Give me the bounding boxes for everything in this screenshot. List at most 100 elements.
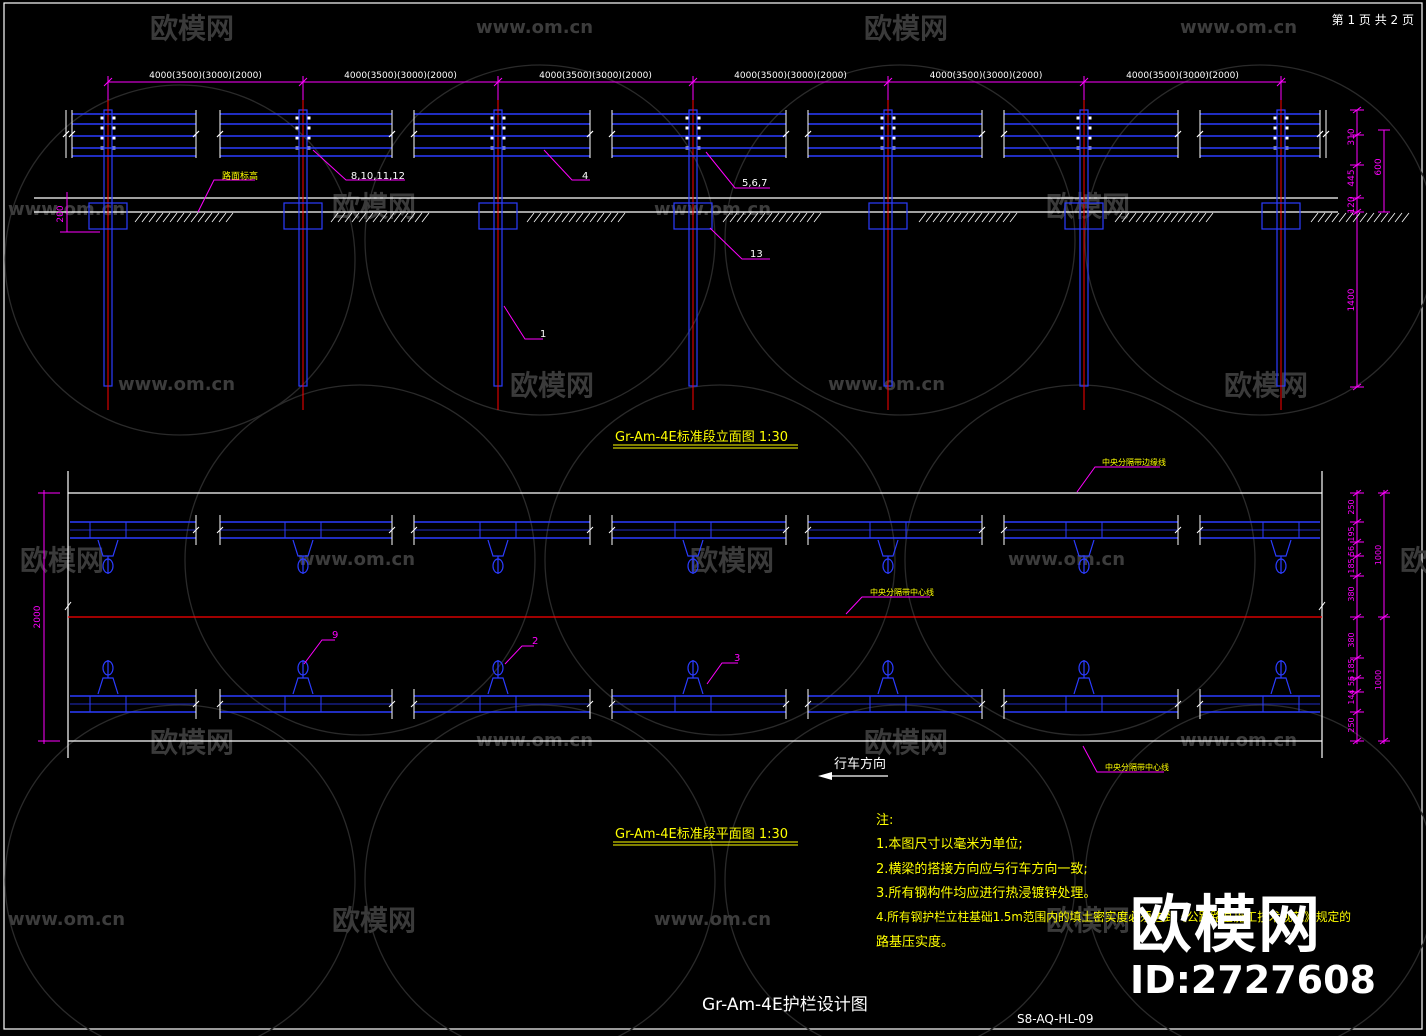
plan-break-mark xyxy=(216,526,224,534)
hatch-stroke xyxy=(1205,212,1214,223)
bolt xyxy=(880,116,884,120)
plan-dim-tick xyxy=(1379,737,1389,745)
note-item-5: 路基压实度。 xyxy=(876,934,954,950)
hatch-stroke xyxy=(141,212,150,223)
post-footing xyxy=(88,202,128,230)
plan-dim-tick xyxy=(1352,613,1362,621)
bolt xyxy=(490,116,494,120)
hatch-stroke xyxy=(211,212,220,223)
plan-break-mark xyxy=(608,700,616,708)
hatch-stroke xyxy=(1009,212,1018,223)
bolt xyxy=(112,136,116,140)
hatch-stroke xyxy=(1387,212,1396,223)
watermark-brand-text: 欧模网 xyxy=(150,726,234,759)
plan-break-mark xyxy=(388,700,396,708)
plan-break-mark xyxy=(804,526,812,534)
hatch-stroke xyxy=(806,212,815,223)
bolt xyxy=(307,136,311,140)
post-section-top xyxy=(1078,558,1090,574)
post-section-bottom xyxy=(687,660,699,676)
bolt xyxy=(880,126,884,130)
spacer-block xyxy=(1262,521,1300,539)
hatch-stroke xyxy=(1331,212,1340,223)
hatch-stroke xyxy=(995,212,1004,223)
watermark-site-text: www.om.cn xyxy=(654,909,771,930)
plan-break-mark xyxy=(1000,526,1008,534)
dim-total-bottom: 1000 xyxy=(1374,670,1383,690)
note-item-4: 4.所有钢护栏立柱基础1.5m范围内的填土密实度必须达到《公路路基施工技术规范》… xyxy=(876,909,1351,924)
plan-edge-break xyxy=(1318,601,1326,611)
hatch-stroke xyxy=(1317,212,1326,223)
hatch-stroke xyxy=(750,212,759,223)
bolt xyxy=(697,116,701,120)
plan-leaders xyxy=(303,466,1164,773)
hatch-stroke xyxy=(1114,212,1123,223)
main-title: Gr-Am-4E护栏设计图 xyxy=(702,995,868,1015)
watermark-circle xyxy=(724,64,1076,416)
watermark-circle xyxy=(1084,64,1426,416)
bolt xyxy=(502,136,506,140)
elevation-title: Gr-Am-4E标准段立面图 1:30 xyxy=(615,430,788,445)
bolt xyxy=(100,126,104,130)
plan-dim-tick xyxy=(1379,613,1389,621)
hatch-stroke xyxy=(344,212,353,223)
plan-dim-tick xyxy=(1352,572,1362,580)
hatch-stroke xyxy=(743,212,752,223)
elevation-left-dim: 200 xyxy=(56,205,66,222)
span-tick xyxy=(298,77,308,87)
elevation-break-marks xyxy=(62,110,1330,158)
span-dimension-label: 4000(3500)(3000)(2000) xyxy=(539,71,652,81)
elevation-posts xyxy=(88,100,1301,410)
plan-break-mark xyxy=(192,700,200,708)
bolt xyxy=(1076,136,1080,140)
span-dimension-label: 4000(3500)(3000)(2000) xyxy=(1126,71,1239,81)
spacer-block xyxy=(284,521,322,539)
travel-direction-label: 行车方向 xyxy=(834,756,886,772)
plan-dim-tick xyxy=(1352,552,1362,560)
bolt xyxy=(892,116,896,120)
hatch-stroke xyxy=(407,212,416,223)
hatch-stroke xyxy=(351,212,360,223)
dim-b185: 185 xyxy=(1347,658,1356,673)
plan-left-dim: 2000 xyxy=(33,605,43,628)
spacer-block xyxy=(89,521,127,539)
hatch-stroke xyxy=(358,212,367,223)
bolt xyxy=(1088,136,1092,140)
brand-block: 欧模网 ID:2727608 xyxy=(1130,892,1376,1003)
dim-t56: 56 xyxy=(1347,546,1356,556)
hatch-stroke xyxy=(617,212,626,223)
dim-total-top: 1000 xyxy=(1374,545,1383,565)
hatch-stroke xyxy=(596,212,605,223)
hatch-stroke xyxy=(169,212,178,223)
drawing-number: S8-AQ-HL-09 xyxy=(1017,1012,1094,1026)
callout-2: 2 xyxy=(532,636,538,647)
hatch-stroke xyxy=(967,212,976,223)
note-item-2: 2.横梁的搭接方向应与行车方向一致; xyxy=(876,861,1088,877)
hatch-stroke xyxy=(1142,212,1151,223)
callout-13: 13 xyxy=(750,249,763,260)
watermark-brand-text: 欧模网 xyxy=(510,369,594,402)
post-section-bottom xyxy=(102,660,114,676)
watermark-circle xyxy=(184,384,536,736)
bolt xyxy=(1285,126,1289,130)
plan-break-mark xyxy=(782,526,790,534)
post-section-top xyxy=(297,558,309,574)
watermark-brand-text: 欧模网 xyxy=(864,726,948,759)
plan-dim-tick xyxy=(1352,518,1362,526)
bolt xyxy=(295,136,299,140)
plan-break-mark xyxy=(192,526,200,534)
hatch-stroke xyxy=(162,212,171,223)
hatch-stroke xyxy=(582,212,591,223)
span-tick xyxy=(1079,77,1089,87)
dim-tick xyxy=(1352,106,1362,114)
span-dimension-label: 4000(3500)(3000)(2000) xyxy=(734,71,847,81)
spacer-block xyxy=(869,695,907,713)
span-tick xyxy=(1276,77,1286,87)
plan-dim-tick xyxy=(1352,688,1362,696)
plan-break-marks xyxy=(64,515,1326,719)
plan-bottom-label: 中央分隔带中心线 xyxy=(1105,762,1169,772)
note-item-3: 3.所有钢构件均应进行热浸镀锌处理。 xyxy=(876,885,1096,901)
hatch-stroke xyxy=(1345,212,1354,223)
plan-break-mark xyxy=(388,526,396,534)
watermark-site-text: www.om.cn xyxy=(118,374,235,395)
